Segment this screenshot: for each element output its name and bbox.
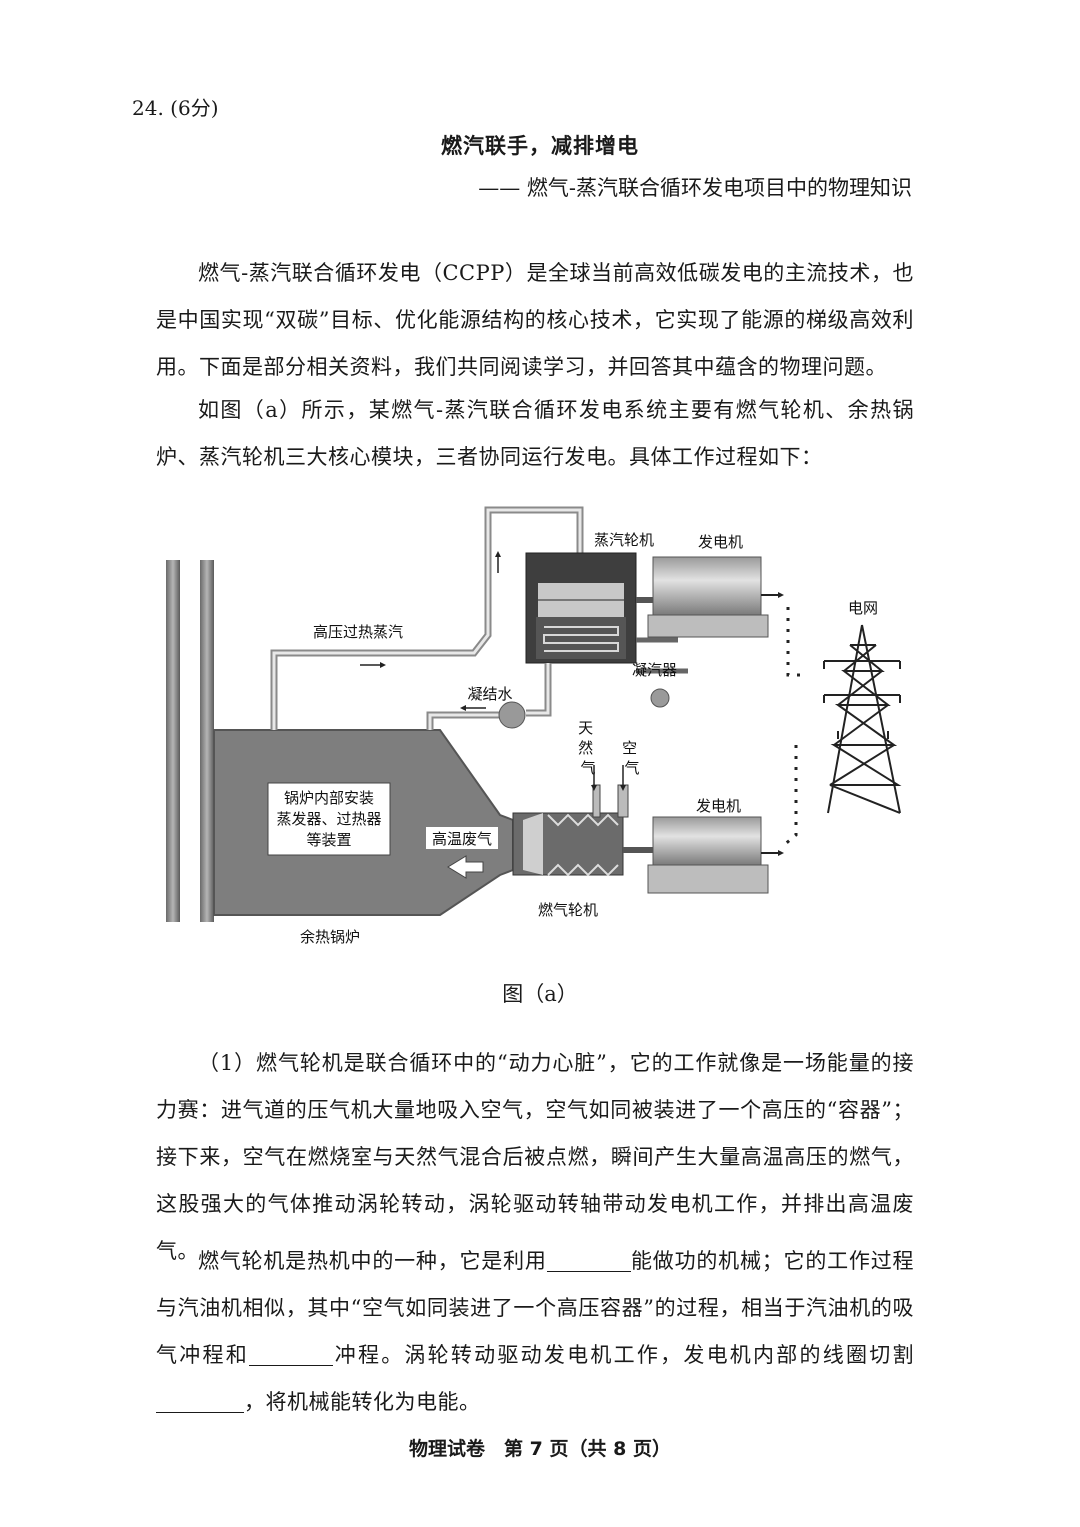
exhaust-label: 高温废气: [432, 830, 492, 848]
exhaust-arrow-icon: [447, 855, 484, 879]
question-text-b: 能做功的机械；它的工作过程与汽油机相似，其中“空气如同装进了一个高压容器”的过程…: [156, 1249, 915, 1367]
answer-blank-1[interactable]: [546, 1247, 631, 1272]
power-grid-tower: [823, 624, 902, 814]
generator-bottom: 发电机: [623, 797, 784, 894]
generator-top: 发电机: [636, 533, 784, 638]
page-footer: 物理试卷 第 7 页（共 8 页）: [409, 1438, 671, 1460]
figure-caption: 图（a）: [502, 982, 578, 1006]
chimney: [166, 560, 214, 922]
answer-blank-3[interactable]: [156, 1388, 244, 1413]
condensate-label: 凝结水: [467, 685, 512, 703]
article-subtitle: —— 燃气-蒸汽联合循环发电项目中的物理知识: [478, 176, 912, 200]
condensate-pipe: 凝结水: [426, 663, 552, 730]
part1-paragraph: （1）燃气轮机是联合循环中的“动力心脏”，它的工作就像是一场能量的接力赛：进气道…: [156, 1040, 914, 1275]
question-text-d: ，将机械能转化为电能。: [244, 1390, 481, 1414]
intro-text: 燃气-蒸汽联合循环发电（CCPP）是全球当前高效低碳发电的主流技术，也是中国实现…: [156, 261, 914, 379]
figure-intro-paragraph: 如图（a）所示，某燃气-蒸汽联合循环发电系统主要有燃气轮机、余热锅炉、蒸汽轮机三…: [156, 387, 914, 481]
boiler-inner-label-1: 锅炉内部安装: [284, 789, 374, 807]
question-number: 24. (6分): [132, 96, 219, 120]
intro-paragraph: 燃气-蒸汽联合循环发电（CCPP）是全球当前高效低碳发电的主流技术，也是中国实现…: [156, 250, 914, 391]
question-text-c: 冲程。涡轮转动驱动发电机工作，发电机内部的线圈切割: [332, 1343, 915, 1367]
generator-top-label: 发电机: [698, 533, 743, 551]
waste-heat-boiler-label: 余热锅炉: [300, 928, 360, 946]
waste-heat-boiler: 锅炉内部安装 蒸发器、过热器 等装置 高温废气 余热锅炉: [213, 729, 514, 946]
steam-turbine: 蒸汽轮机: [525, 531, 654, 664]
answer-blank-2[interactable]: [248, 1341, 333, 1366]
grid-label: 电网: [848, 599, 878, 617]
question-text-a: 燃气轮机是热机中的一种，它是利用: [198, 1249, 547, 1273]
steam-turbine-label: 蒸汽轮机: [594, 531, 654, 549]
figure-intro-text: 如图（a）所示，某燃气-蒸汽联合循环发电系统主要有燃气轮机、余热锅炉、蒸汽轮机三…: [156, 398, 914, 469]
boiler-inner-label-2: 蒸发器、过热器: [276, 810, 381, 828]
transmission-line: [783, 745, 798, 847]
fill-blank-question: 燃气轮机是热机中的一种，它是利用能做功的机械；它的工作过程与汽油机相似，其中“空…: [156, 1238, 914, 1426]
article-title: 燃汽联手，减排增电: [441, 134, 639, 158]
transmission-line: [786, 607, 808, 677]
boiler-inner-label-3: 等装置: [306, 831, 351, 849]
steam-pipe: 高压过热蒸汽: [270, 506, 584, 730]
part1-text: （1）燃气轮机是联合循环中的“动力心脏”，它的工作就像是一场能量的接力赛：进气道…: [156, 1051, 914, 1263]
condenser-label: 凝汽器: [632, 661, 677, 679]
natural-gas-label: 天 然 气: [578, 719, 598, 777]
gas-turbine: 燃气轮机: [512, 784, 629, 919]
superheated-steam-label: 高压过热蒸汽: [313, 623, 403, 641]
generator-bottom-label: 发电机: [696, 797, 741, 815]
ccpp-diagram: 锅炉内部安装 蒸发器、过热器 等装置 高温废气 余热锅炉 高压过热蒸汽 蒸汽轮机…: [166, 506, 902, 946]
air-label: 空 气: [622, 739, 642, 777]
gas-turbine-label: 燃气轮机: [538, 901, 598, 919]
